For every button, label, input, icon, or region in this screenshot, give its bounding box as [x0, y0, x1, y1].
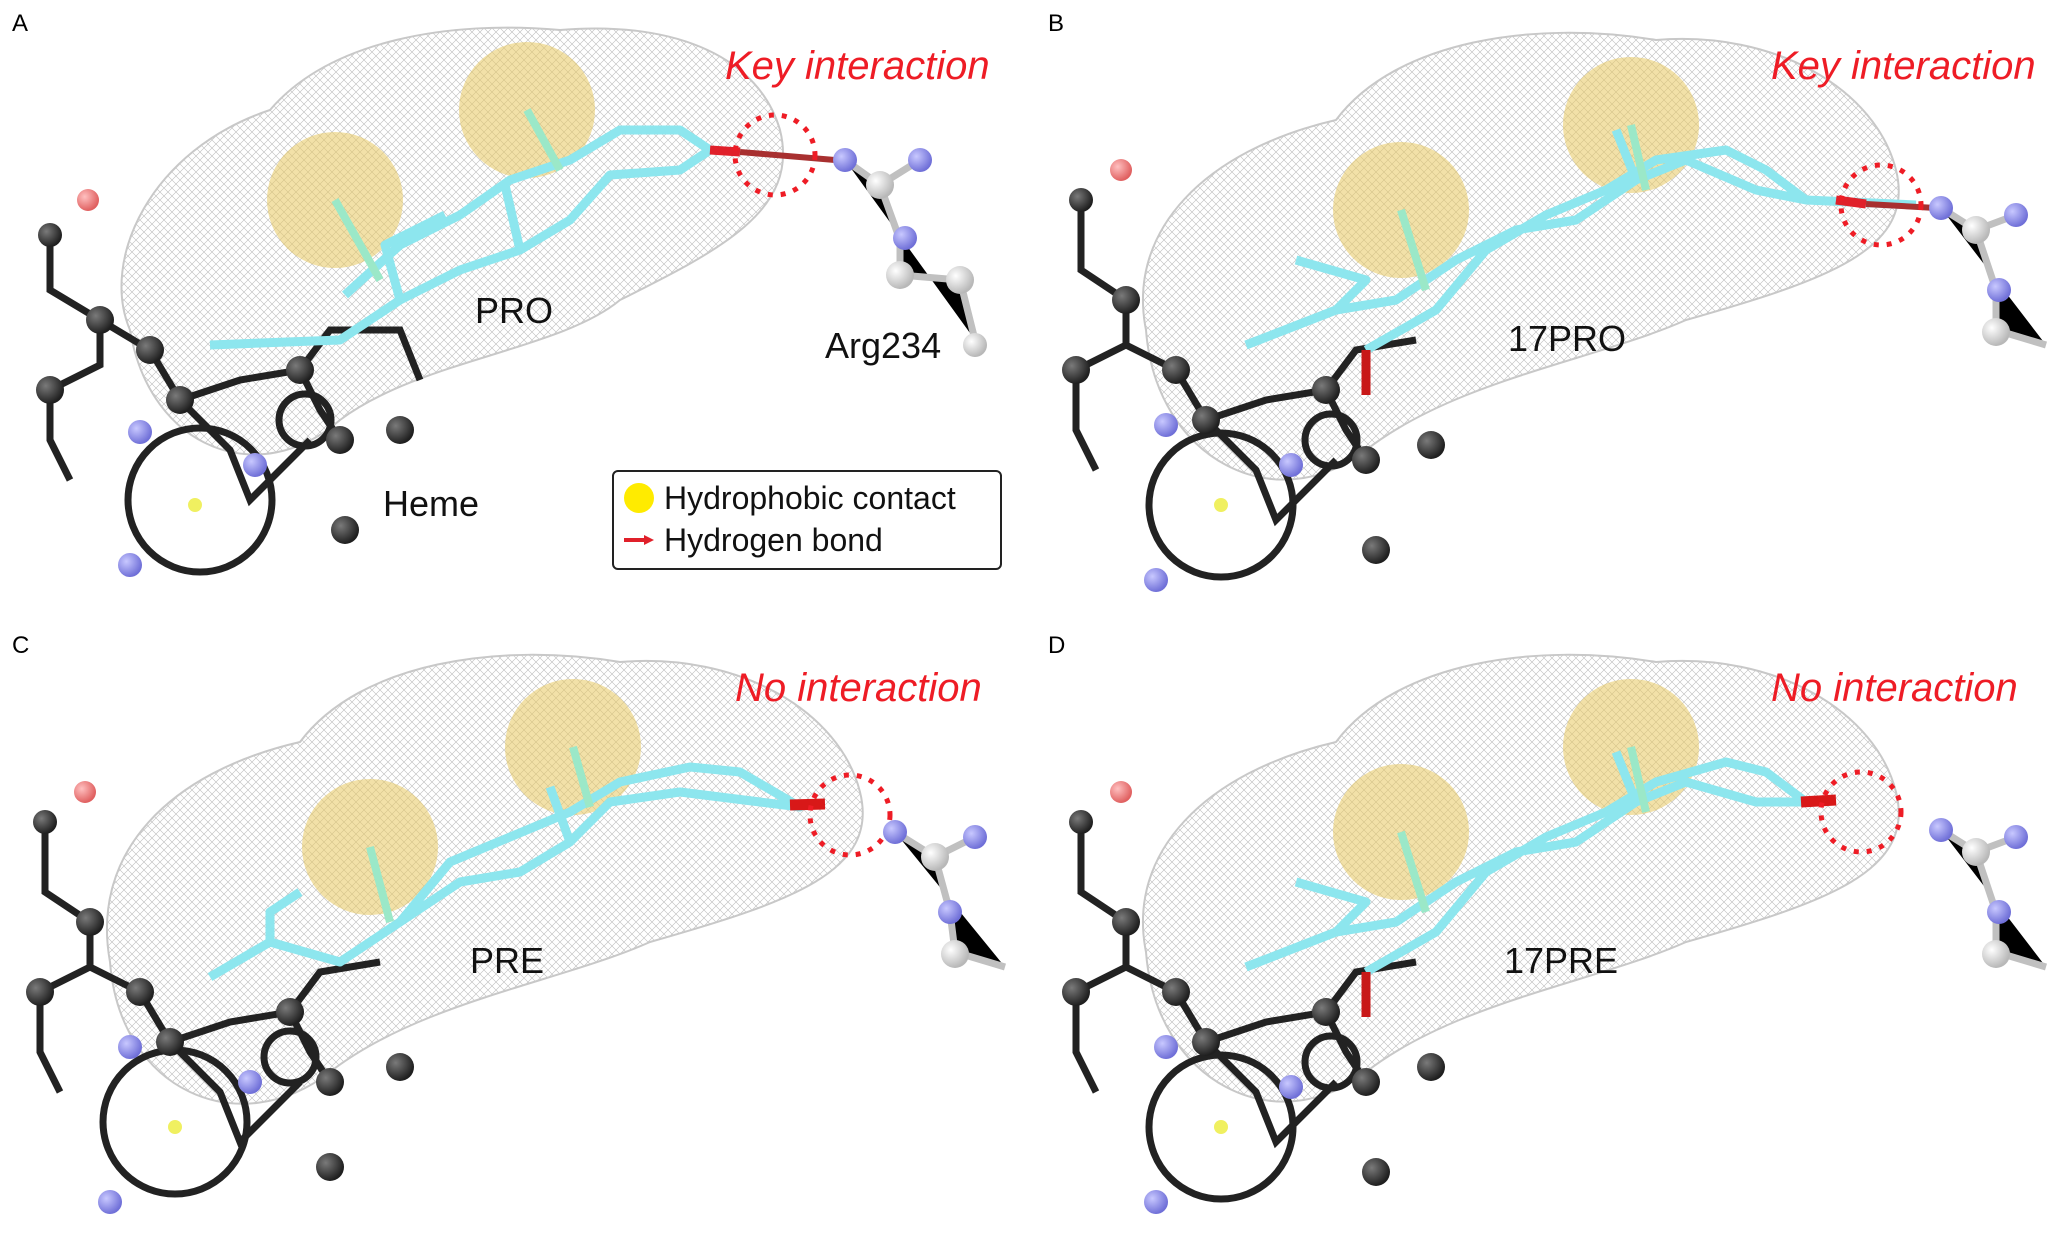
ligand-label: 17PRO	[1508, 318, 1627, 359]
residue-label: Arg234	[825, 325, 942, 366]
molecular-render-a	[36, 26, 987, 577]
surface-mesh	[1141, 653, 1900, 1103]
legend-hydrophobic-label: Hydrophobic contact	[664, 479, 956, 516]
surface-mesh	[1141, 31, 1900, 481]
panel-label: C	[12, 632, 30, 659]
panel-label: D	[1048, 632, 1066, 659]
ligand-label: 17PRE	[1504, 940, 1619, 981]
hbond-arrow-icon	[624, 535, 654, 545]
legend-hydrophobic: Hydrophobic contact	[624, 478, 956, 518]
hydrophobic-icon	[624, 483, 654, 513]
interaction-label: No interaction	[1771, 666, 2018, 710]
surface-mesh	[120, 26, 785, 456]
interaction-label: Key interaction	[725, 44, 990, 88]
ligand-label: PRE	[470, 940, 545, 981]
legend: Hydrophobic contact Hydrogen bond	[612, 470, 1002, 570]
panel-d: D No interaction 17PRE	[1036, 622, 2056, 1234]
ligand-label: PRO	[475, 290, 554, 331]
molecular-render-c	[26, 653, 1007, 1214]
legend-hbond: Hydrogen bond	[624, 520, 883, 560]
molecular-render-d	[1062, 653, 2048, 1214]
molecular-render-b	[1062, 31, 2048, 592]
legend-hbond-label: Hydrogen bond	[664, 521, 883, 558]
panel-label: B	[1048, 10, 1065, 37]
panel-c: C No interaction PRE	[0, 622, 1020, 1234]
heme-label: Heme	[383, 483, 480, 524]
interaction-label: Key interaction	[1771, 44, 2036, 88]
panel-b: B Key interaction 17PRO	[1036, 0, 2056, 612]
panel-a: A Key interaction PRO Arg234 Heme Hydrop…	[0, 0, 1020, 612]
interaction-label: No interaction	[735, 666, 982, 710]
panel-label: A	[12, 10, 29, 37]
